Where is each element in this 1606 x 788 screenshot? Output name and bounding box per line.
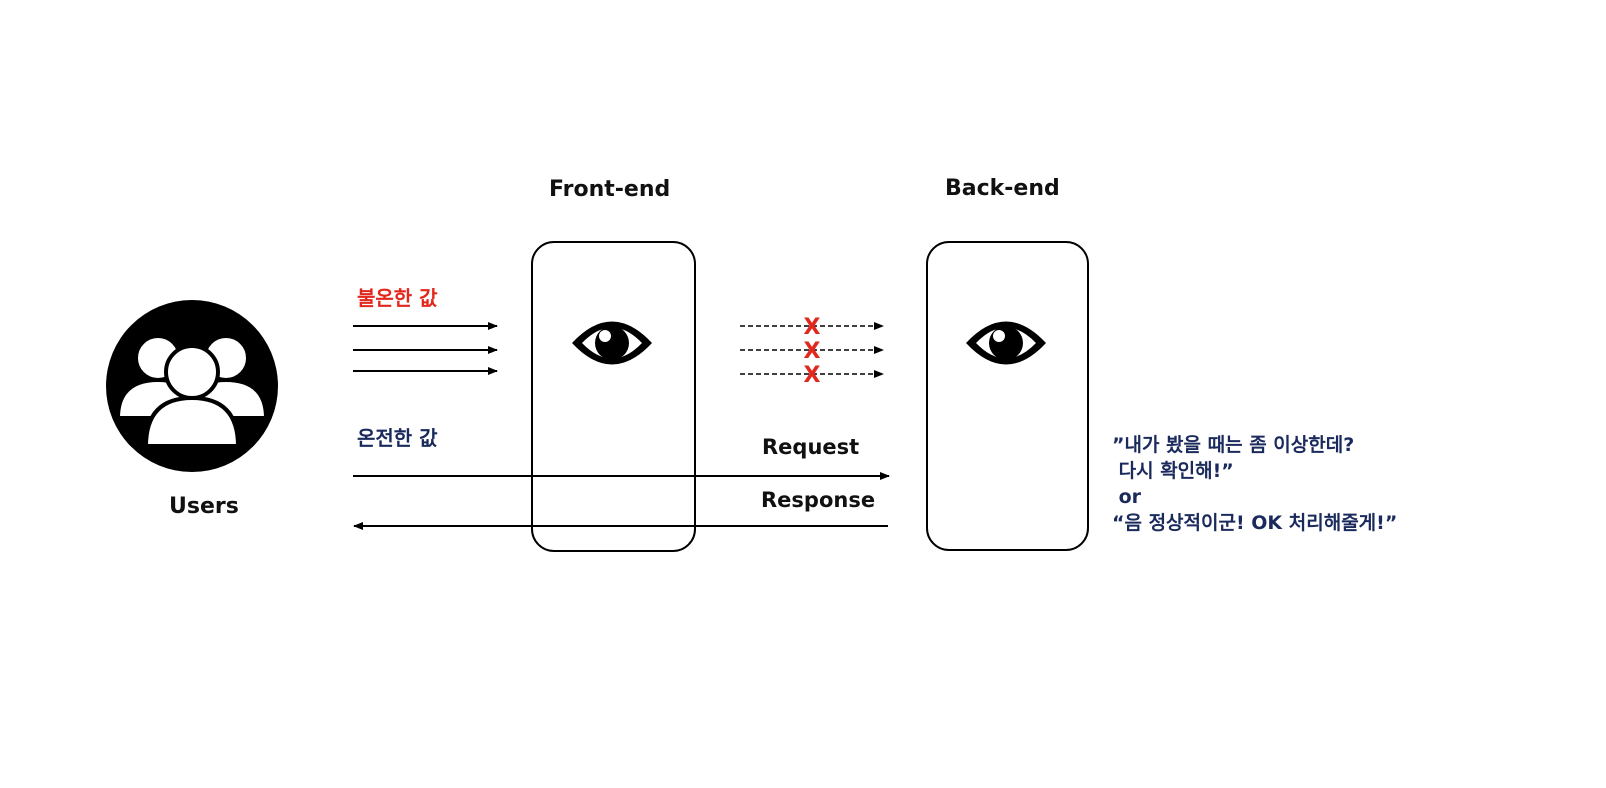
note-line: ”내가 봤을 때는 좀 이상한데? xyxy=(1112,434,1355,456)
backend-response-note: ”내가 봤을 때는 좀 이상한데? 다시 확인해!” or “음 정상적이군! … xyxy=(1112,432,1397,536)
x-mark-icon: X xyxy=(804,315,821,340)
frontend-box xyxy=(531,241,696,552)
frontend-title: Front-end xyxy=(549,177,671,202)
note-line: or xyxy=(1112,486,1142,508)
note-line: “음 정상적이군! OK 처리해줄게!” xyxy=(1112,512,1398,534)
backend-box xyxy=(926,241,1089,551)
good-value-label: 온전한 값 xyxy=(357,426,438,450)
request-label: Request xyxy=(762,435,860,459)
note-line: 다시 확인해!” xyxy=(1112,460,1234,482)
bad-value-label: 불온한 값 xyxy=(357,286,438,310)
x-mark-icon: X xyxy=(804,363,821,388)
eye-icon xyxy=(572,321,652,365)
response-label: Response xyxy=(761,488,876,512)
backend-title: Back-end xyxy=(945,176,1060,201)
eye-icon xyxy=(966,321,1046,365)
users-label: Users xyxy=(169,494,239,519)
users-group-icon xyxy=(106,300,278,472)
x-mark-icon: X xyxy=(804,339,821,364)
